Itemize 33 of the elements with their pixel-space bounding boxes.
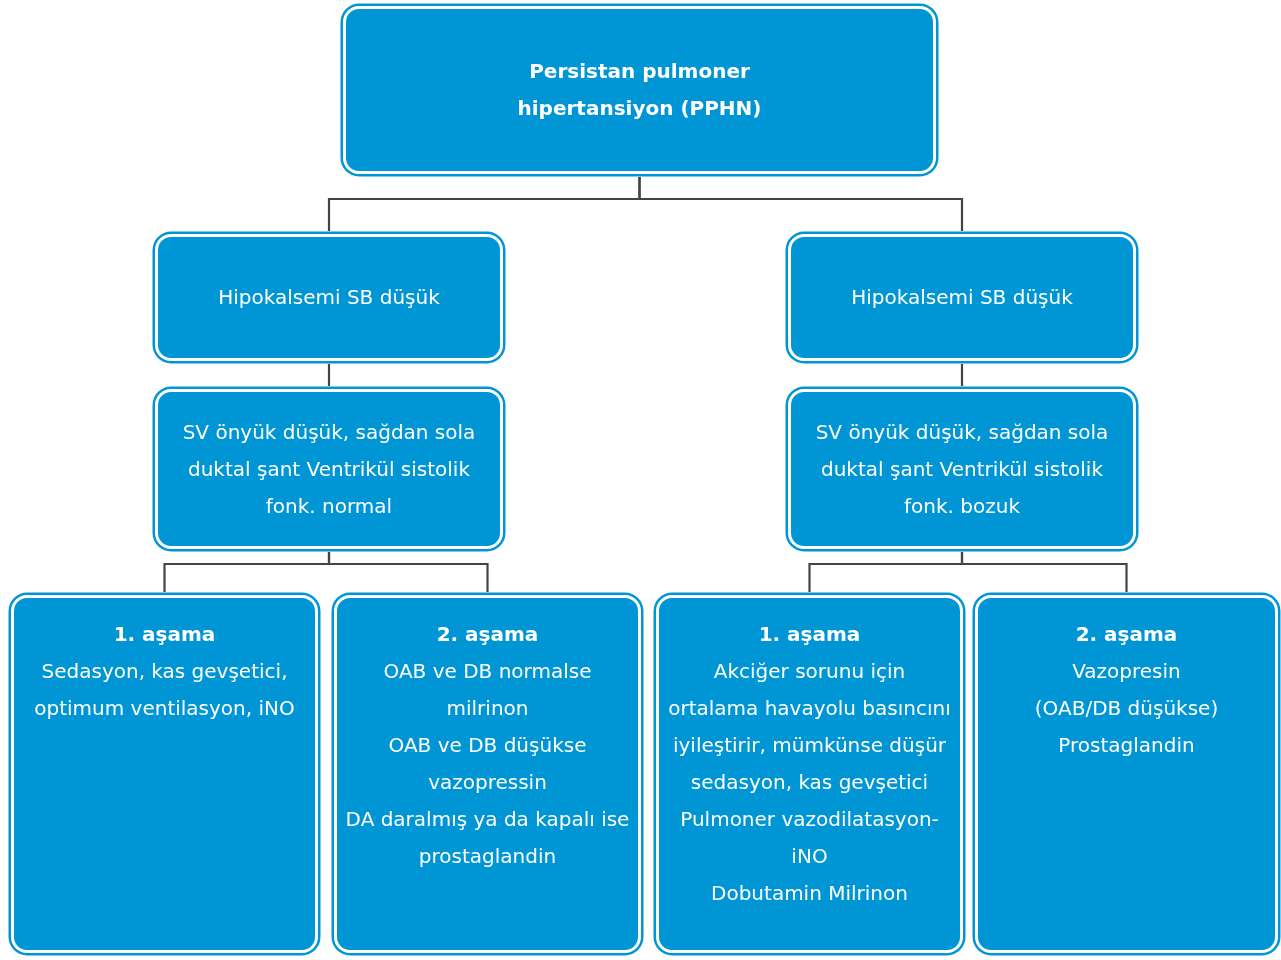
stage-heading: 2. aşama [436,621,539,648]
box-text: SV önyük düşük, sağdan sola duktal şant Ventrikül sistolik fonk. bozuk [814,418,1110,520]
stage-heading: 2. aşama [1075,621,1178,648]
process-box [788,389,1136,549]
box-text: sedasyon, kas gevşetici [690,769,929,796]
process-box [656,595,963,953]
box-text: Pulmoner vazodilatasyon-iNO [679,806,940,870]
process-box [975,595,1278,953]
box-text: (OAB/DB düşükse) [1034,695,1219,722]
connector-line [960,552,1128,592]
box-text: Dobutamin Milrinon [711,880,908,907]
box-text: Vazopresin [1072,658,1181,685]
box-text: Persistan pulmoner hipertansiyon (PPHN) [516,58,763,122]
box-text: Sedasyon, kas gevşetici, optimum ventilasyon, iNO [33,658,296,722]
stage-heading: 1. aşama [113,621,216,648]
process-box [11,595,318,953]
box-text: OAB ve DB normalse milrinon [382,658,593,722]
connector-line [327,364,331,386]
connector-line [960,364,964,386]
box-text: OAB ve DB düşükse vazopressin [387,732,588,796]
process-box [155,234,503,361]
stage-heading: 1. aşama [758,621,861,648]
box-text: Hipokalsemi SB düşük [218,284,440,311]
connector-line [638,177,964,231]
process-box [788,234,1136,361]
box-text: Hipokalsemi SB düşük [851,284,1073,311]
connector-line [327,552,489,592]
box-text: DA daralmış ya da kapalı ise prostaglandin [345,806,630,870]
box-text: Prostaglandin [1058,732,1195,759]
process-box [155,389,503,549]
box-text: SV önyük düşük, sağdan sola duktal şant Ventrikül sistolik fonk. normal [181,418,477,520]
process-box [343,6,936,174]
process-box [334,595,641,953]
